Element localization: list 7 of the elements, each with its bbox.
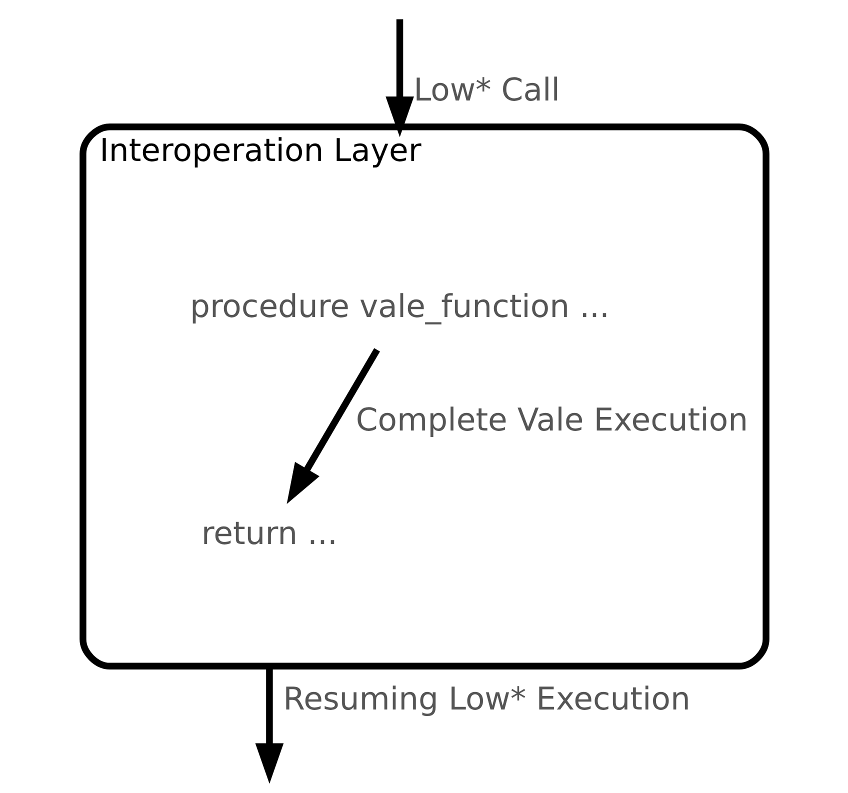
edge-label: Complete Vale Execution [355, 402, 748, 439]
arrow [286, 348, 380, 504]
node-text: return ... [200, 516, 338, 552]
edge-label: Low* Call [413, 72, 560, 108]
node-text: procedure vale_function ... [190, 289, 610, 326]
arrow [385, 19, 414, 138]
edge-label: Resuming Low* Execution [282, 681, 690, 718]
